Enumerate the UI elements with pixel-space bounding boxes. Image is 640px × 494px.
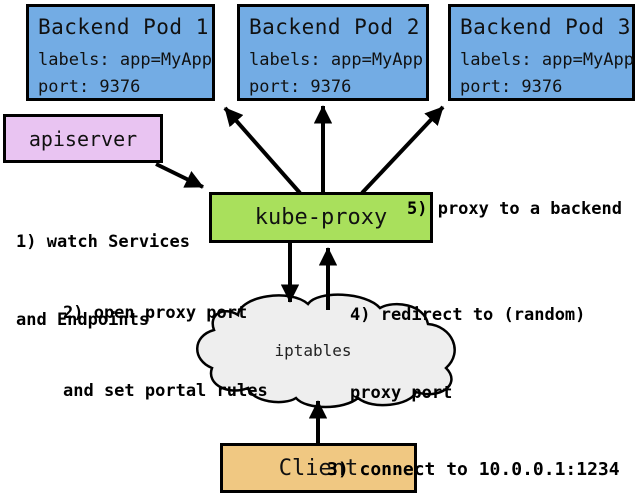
backend-pod-2-title: Backend Pod 2 (249, 15, 420, 39)
kube-proxy-label: kube-proxy (254, 205, 388, 230)
apiserver-node: apiserver (3, 114, 163, 163)
client-label: Client (278, 455, 359, 481)
kube-proxy-node: kube-proxy (209, 192, 433, 243)
iptables-label: iptables (274, 341, 351, 360)
arrow-apiserver-to-kube-proxy (155, 162, 204, 189)
backend-pod-2-port: port: 9376 (249, 77, 352, 97)
step-4-line-1: 4) redirect to (random) (350, 305, 586, 325)
step-3-annotation: 3) connect to 10.0.0.1:1234 (327, 405, 620, 494)
backend-pod-1-title: Backend Pod 1 (38, 15, 209, 39)
backend-pod-3-title: Backend Pod 3 (460, 15, 631, 39)
backend-pod-3-labels: labels: app=MyApp (460, 50, 634, 70)
step-1-annotation: 1) watch Services and Endpoints (16, 177, 190, 385)
step-5-line-1: 5) proxy to a backend (407, 199, 622, 219)
backend-pod-3-port: port: 9376 (460, 77, 563, 97)
arrow-kube-proxy-to-pod3 (360, 105, 445, 195)
backend-pod-1: Backend Pod 1 labels: app=MyApp port: 93… (26, 4, 215, 101)
step-5-annotation: 5) proxy to a backend (407, 144, 622, 274)
arrow-kube-proxy-to-pod1 (223, 106, 302, 195)
step-4-line-2: proxy port (350, 383, 453, 403)
client-node: Client (220, 443, 417, 493)
step-2-line-2: and set portal rules (63, 381, 268, 401)
iptables-cloud-shape (196, 293, 456, 409)
step-2-line-1: 2) open proxy port (63, 303, 248, 323)
step-2-annotation: 2) open proxy port and set portal rules (63, 248, 268, 456)
step-1-line-1: 1) watch Services (16, 232, 190, 252)
backend-pod-1-port: port: 9376 (38, 77, 141, 97)
apiserver-label: apiserver (28, 126, 138, 151)
backend-pod-3: Backend Pod 3 labels: app=MyApp port: 93… (448, 4, 635, 101)
backend-pod-2-labels: labels: app=MyApp (249, 50, 423, 70)
backend-pod-1-labels: labels: app=MyApp (38, 50, 212, 70)
step-4-annotation: 4) redirect to (random) proxy port (350, 250, 585, 458)
step-3-line-1: 3) connect to 10.0.0.1:1234 (327, 459, 620, 480)
step-1-line-2: and Endpoints (16, 310, 150, 330)
backend-pod-2: Backend Pod 2 labels: app=MyApp port: 93… (237, 4, 429, 101)
